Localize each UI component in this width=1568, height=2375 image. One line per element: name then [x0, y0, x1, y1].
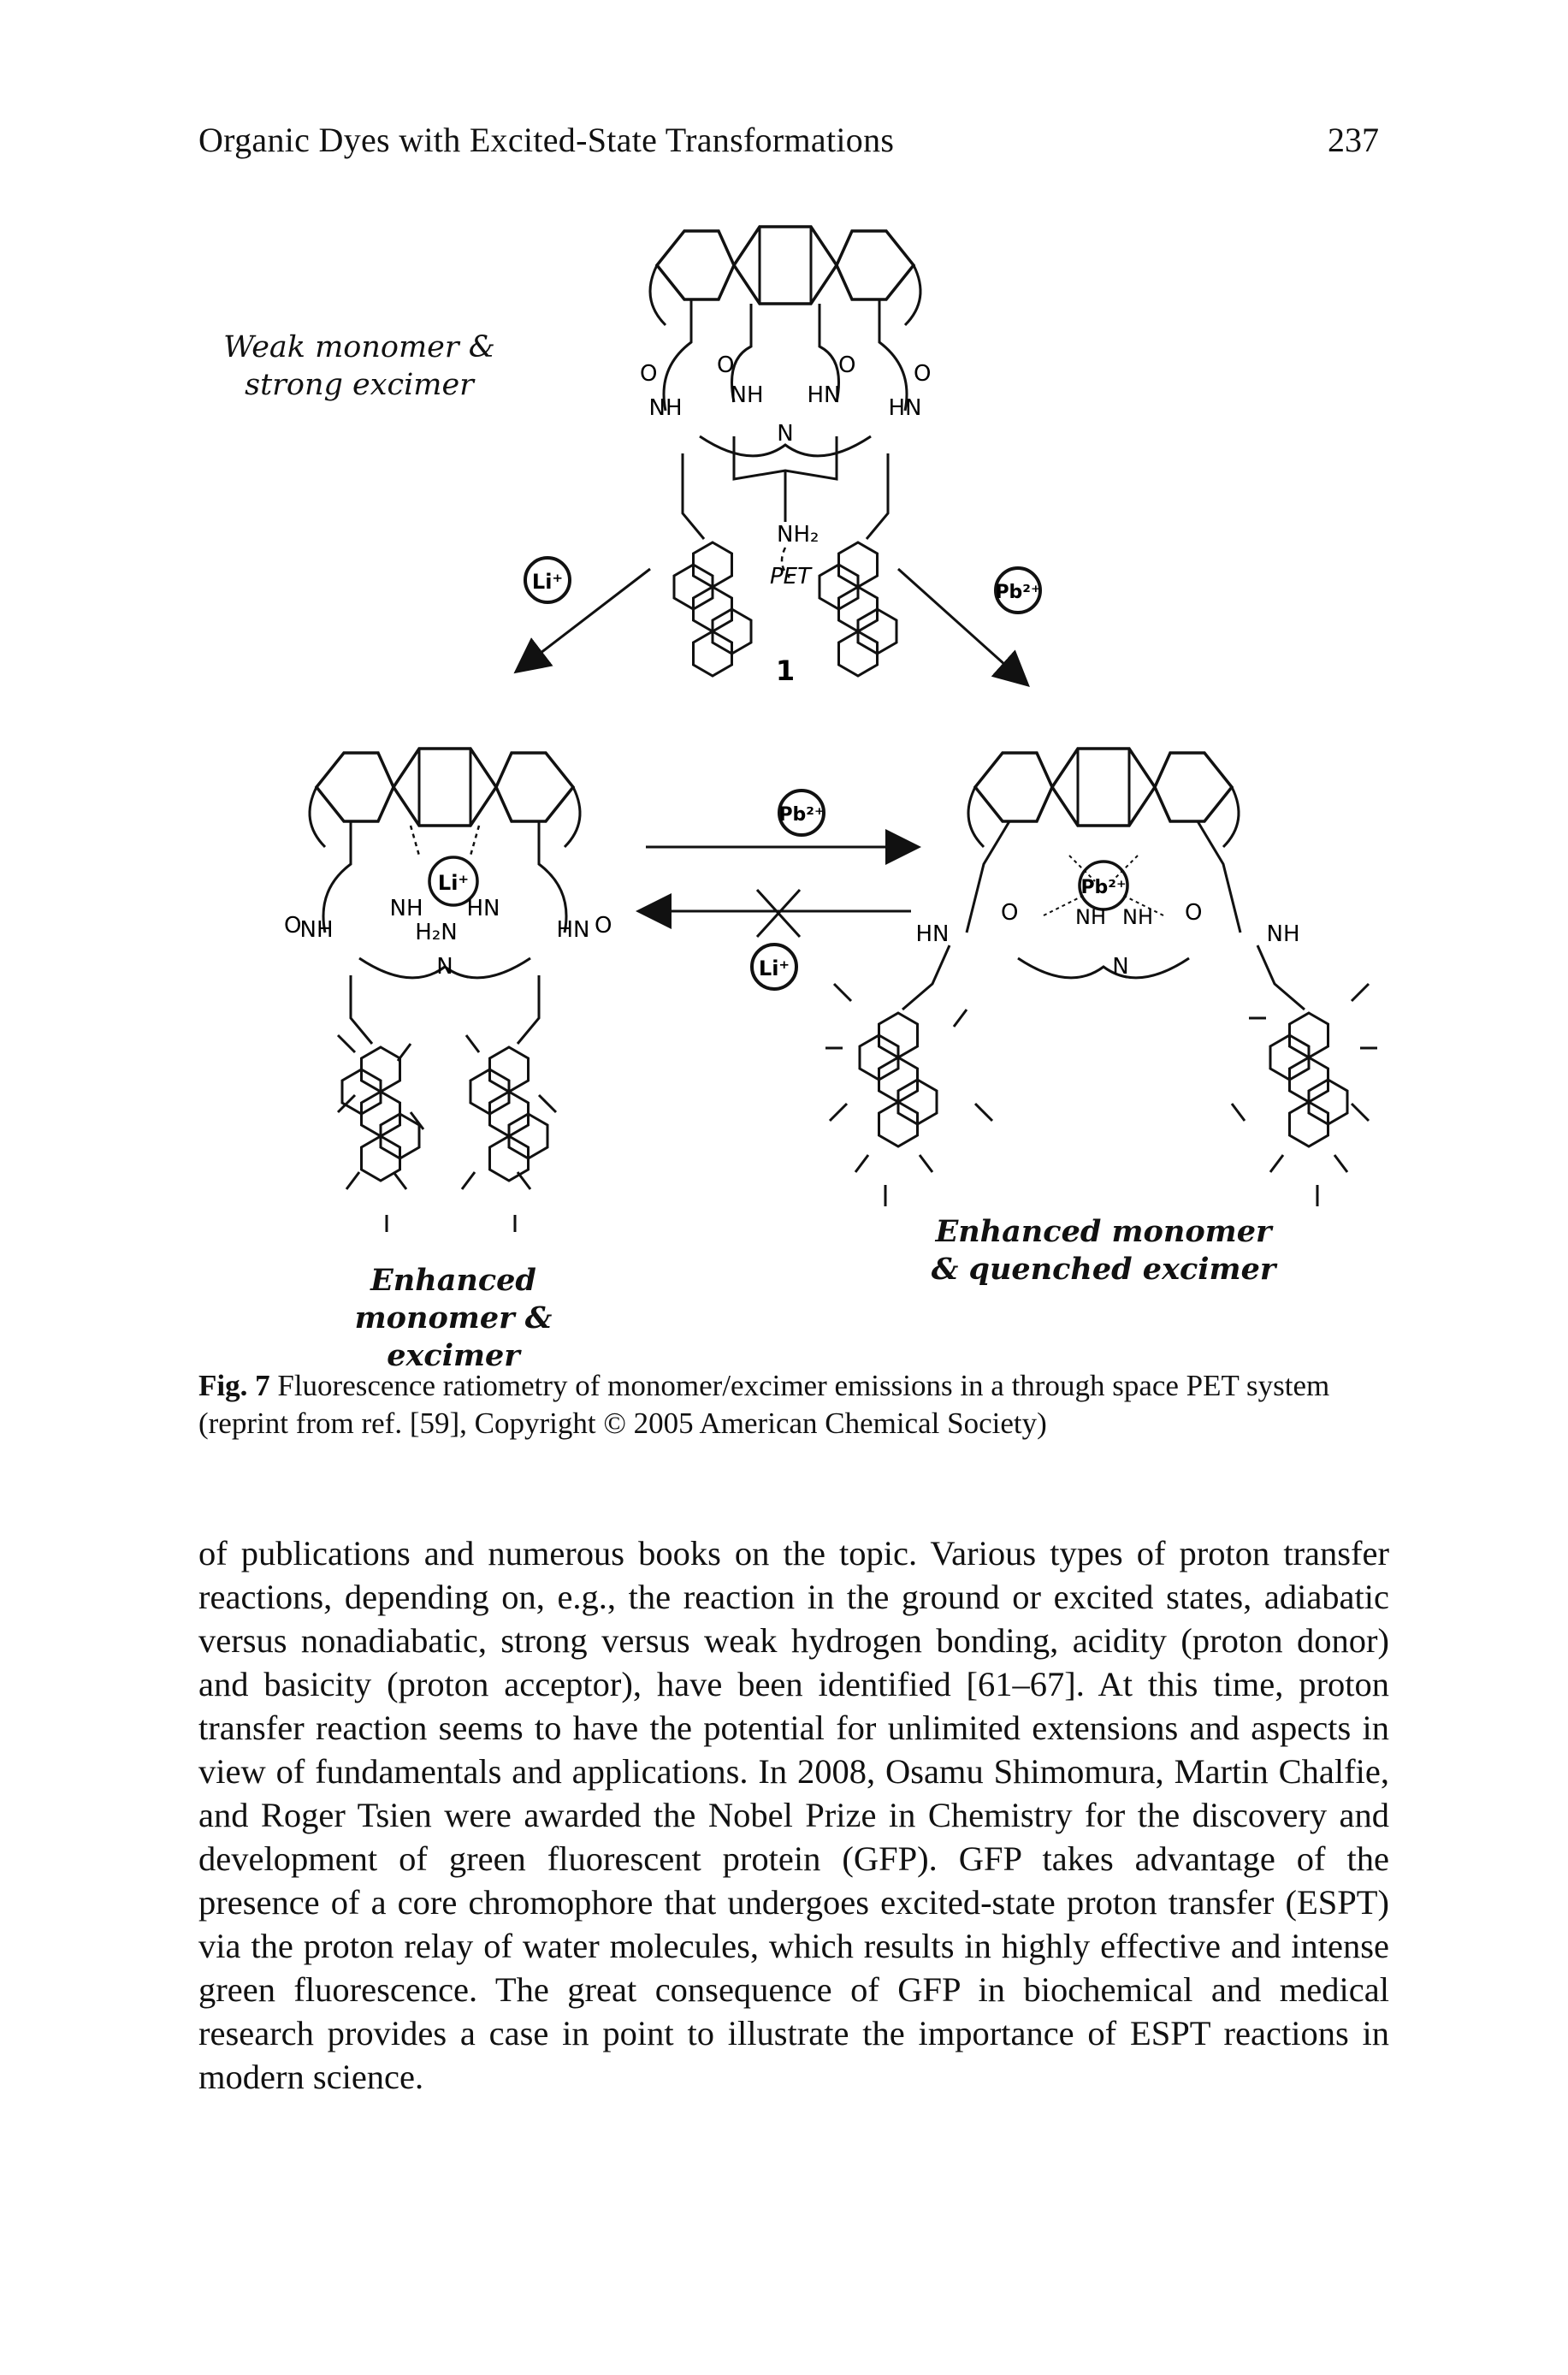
li-ion-top: Li⁺ [524, 556, 571, 604]
figure-caption: Fig. 7 Fluorescence ratiometry of monome… [198, 1367, 1379, 1442]
pb-nh-inner-2: NH [1122, 905, 1153, 929]
li-hn-inner: HN [467, 896, 500, 921]
label-pb-complex: Enhanced monomer & quenched excimer [931, 1214, 1276, 1287]
li-o-left: O [284, 913, 301, 939]
top-nh-left: NH [649, 395, 683, 421]
arrow-to-li-complex [513, 567, 651, 674]
pb-o-right: O [1185, 900, 1202, 926]
pb-ion-middle: Pb²⁺ [778, 789, 825, 837]
pb-n: N [1112, 954, 1128, 980]
top-hn-inner: HN [808, 382, 841, 408]
svg-text:Li⁺: Li⁺ [759, 957, 790, 980]
top-hn-right: HN [889, 395, 922, 421]
top-nh-inner: NH [731, 382, 764, 408]
li-h2n: H₂N [415, 920, 457, 945]
arrow-to-pb-complex [896, 567, 1030, 688]
li-nh-inner: NH [390, 896, 423, 921]
svg-text:Pb²⁺: Pb²⁺ [995, 582, 1040, 603]
pb-nh-inner: NH [1075, 905, 1106, 929]
figure-reference: Fig. 7 [198, 1369, 270, 1402]
svg-text:Li⁺: Li⁺ [532, 570, 563, 594]
page-number: 237 [1328, 121, 1379, 159]
running-head: Organic Dyes with Excited-State Transfor… [198, 120, 1379, 163]
li-complex-ion: Li⁺ [438, 871, 469, 895]
running-title: Organic Dyes with Excited-State Transfor… [198, 121, 895, 159]
svg-text:Pb²⁺: Pb²⁺ [778, 804, 824, 826]
pb-ion-top: Pb²⁺ [994, 566, 1042, 614]
top-pet: PET [770, 564, 813, 589]
label-li-complex: Enhanced monomer & excimer [354, 1263, 553, 1373]
compound-1: NH NH HN HN N O O O O NH₂ PET 1 [640, 225, 931, 687]
li-nh-left: NH [300, 917, 334, 943]
top-o-2: O [717, 352, 734, 378]
top-o-3: O [838, 352, 855, 378]
body-paragraph: of publications and numerous books on th… [198, 1534, 1389, 2096]
pb-nh-right: NH [1267, 921, 1300, 947]
top-o-1: O [640, 361, 657, 387]
top-n: N [777, 421, 793, 447]
top-o-4: O [914, 361, 931, 387]
pb-o-left: O [1001, 900, 1018, 926]
pb-complex: Pb²⁺ HN NH NH NH N O O [825, 747, 1377, 1206]
li-ion-middle: Li⁺ [750, 943, 798, 991]
pb-hn-left: HN [916, 921, 950, 947]
figure-7: NH NH HN HN N O O O O NH₂ PET 1 Li⁺ Pb²⁺… [223, 225, 1377, 1373]
li-complex: Li⁺ NH NH H₂N HN HN N O O [284, 747, 612, 1232]
figure-scheme: NH NH HN HN N O O O O NH₂ PET 1 Li⁺ Pb²⁺… [284, 225, 1377, 1232]
li-o-right: O [595, 913, 612, 939]
li-hn-right: HN [557, 917, 590, 943]
caption-text: Fluorescence ratiometry of monomer/excim… [198, 1369, 1330, 1440]
pb-complex-ion: Pb²⁺ [1080, 877, 1126, 898]
top-amine: NH₂ [777, 522, 819, 548]
compound-number: 1 [776, 654, 795, 687]
li-n: N [436, 954, 453, 980]
label-weak-monomer: Weak monomer & strong excimer [223, 330, 495, 402]
